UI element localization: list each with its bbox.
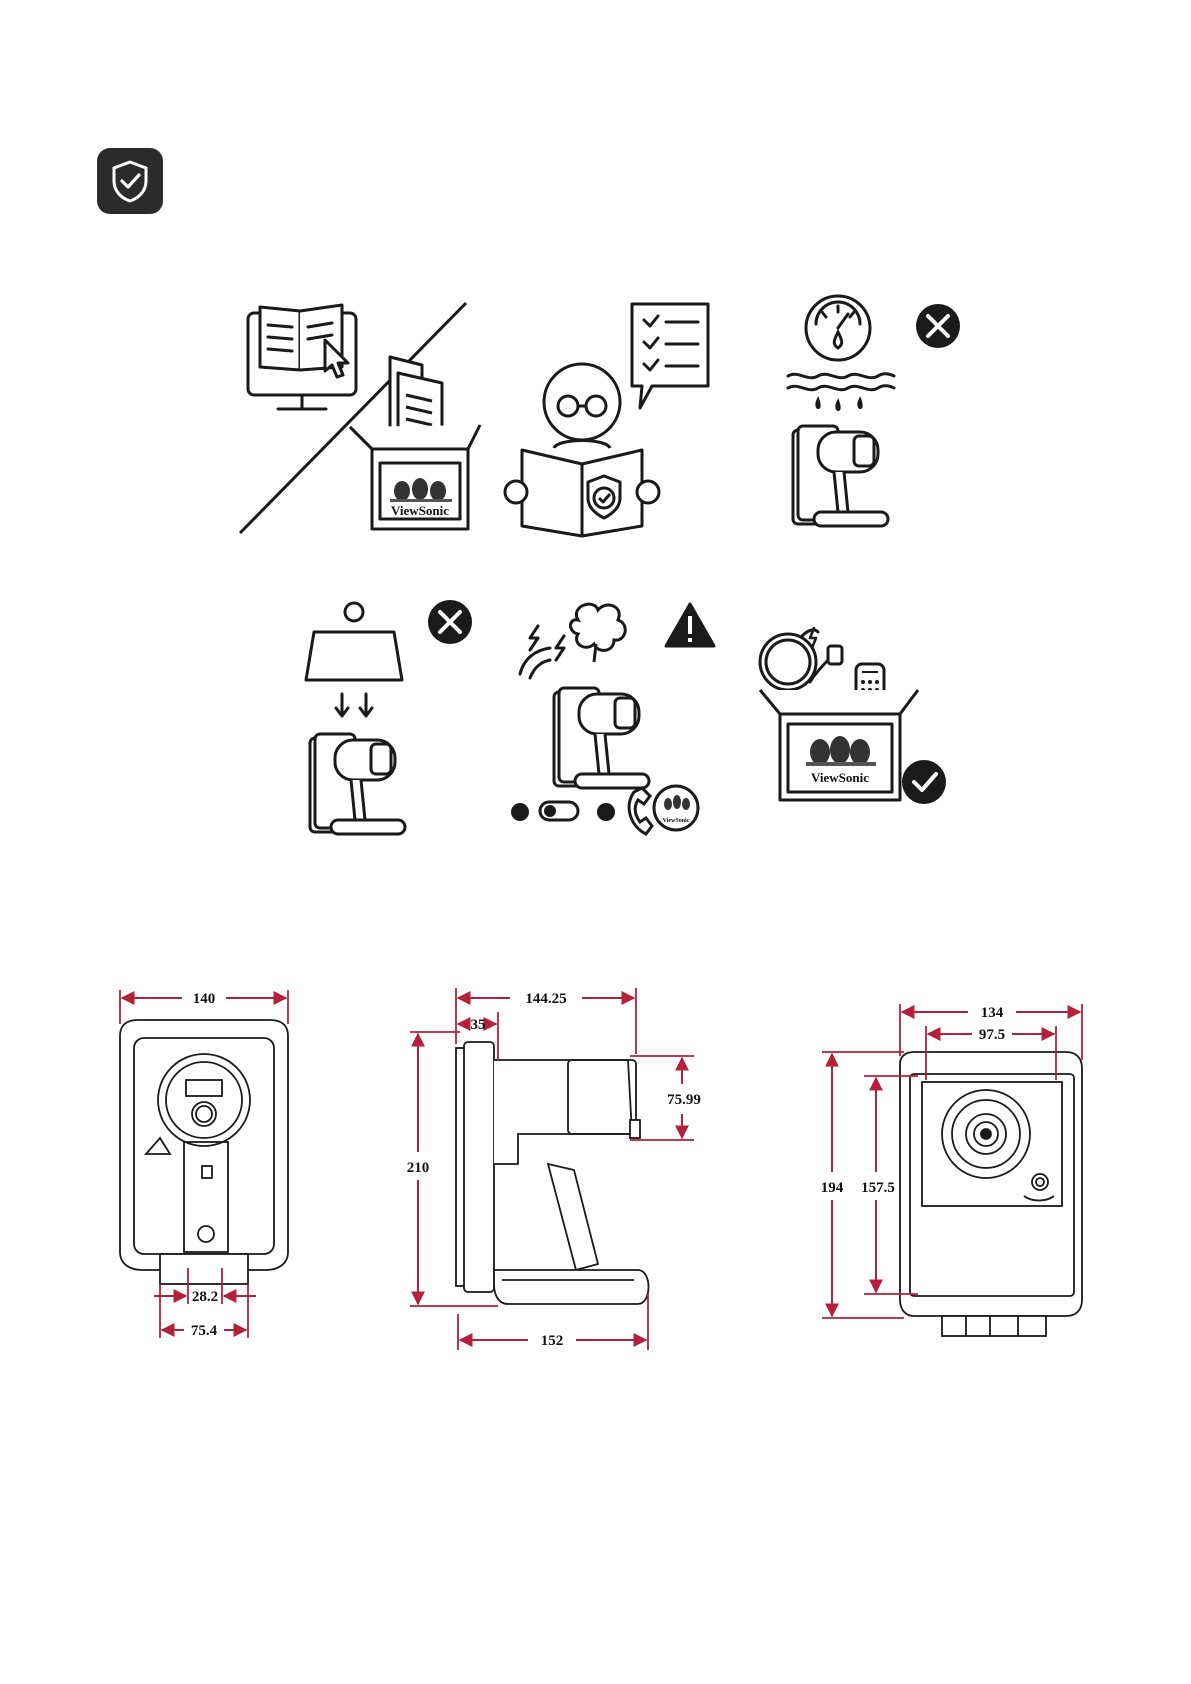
dim-side-base: 152 xyxy=(541,1333,564,1349)
read-guide-panel xyxy=(502,298,722,538)
lightning-icon xyxy=(520,626,564,678)
ok-mark-icon xyxy=(902,760,946,804)
dim-back-width: 134 xyxy=(981,1005,1004,1021)
safety-badge xyxy=(97,148,163,214)
projector-front-outline xyxy=(120,1020,288,1284)
dim-back-panel-height: 157.5 xyxy=(861,1180,895,1196)
damage-panel: ViewSonic xyxy=(506,596,726,846)
front-view-drawing: 140 28.2 75.4 xyxy=(110,984,310,1364)
humidity-panel xyxy=(778,292,978,542)
projector-icon xyxy=(793,426,888,526)
projector-back-outline xyxy=(900,1052,1082,1336)
projector-icon xyxy=(554,688,649,788)
brand-label-small: ViewSonic xyxy=(663,818,690,824)
humidity-gauge-icon xyxy=(806,296,870,360)
water-drops-icon xyxy=(788,374,894,410)
shield-check-icon xyxy=(97,148,163,214)
power-switch-icon xyxy=(511,802,615,821)
prohibited-mark-icon xyxy=(916,304,960,348)
brand-label: ViewSonic xyxy=(391,503,449,518)
brand-label: ViewSonic xyxy=(811,770,869,785)
back-view-drawing: 134 97.5 194 157.5 xyxy=(810,1000,1100,1360)
side-view-drawing: 144.25 35 210 75.99 152 xyxy=(398,984,718,1364)
weight-panel xyxy=(298,584,488,844)
accessories-panel: ViewSonic ViewSonic xyxy=(754,612,954,842)
dim-front-stand-outer: 75.4 xyxy=(191,1323,218,1339)
checklist-speech-bubble-icon xyxy=(632,304,708,408)
power-cable-icon xyxy=(760,628,842,690)
user-reading-safety-guide-icon xyxy=(505,364,659,536)
dim-back-height: 194 xyxy=(821,1180,844,1196)
dim-side-lens: 75.99 xyxy=(667,1092,701,1108)
heavy-weight-icon xyxy=(306,603,402,716)
projector-icon xyxy=(310,734,405,834)
dim-side-top: 144.25 xyxy=(525,991,566,1007)
dim-back-panel-width: 97.5 xyxy=(979,1027,1005,1043)
warning-mark-icon xyxy=(666,604,714,646)
manual-panel: ViewSonic xyxy=(230,295,490,540)
dim-side-height: 210 xyxy=(407,1160,430,1176)
dim-front-width: 140 xyxy=(193,991,216,1007)
online-manual-icon xyxy=(248,305,356,409)
dim-front-stand-inner: 28.2 xyxy=(192,1289,218,1305)
phone-support-icon xyxy=(629,786,698,834)
projector-side-outline xyxy=(456,1042,649,1304)
dim-side-offset: 35 xyxy=(471,1017,486,1033)
prohibited-mark-icon xyxy=(428,600,472,644)
smoke-icon xyxy=(571,604,626,662)
